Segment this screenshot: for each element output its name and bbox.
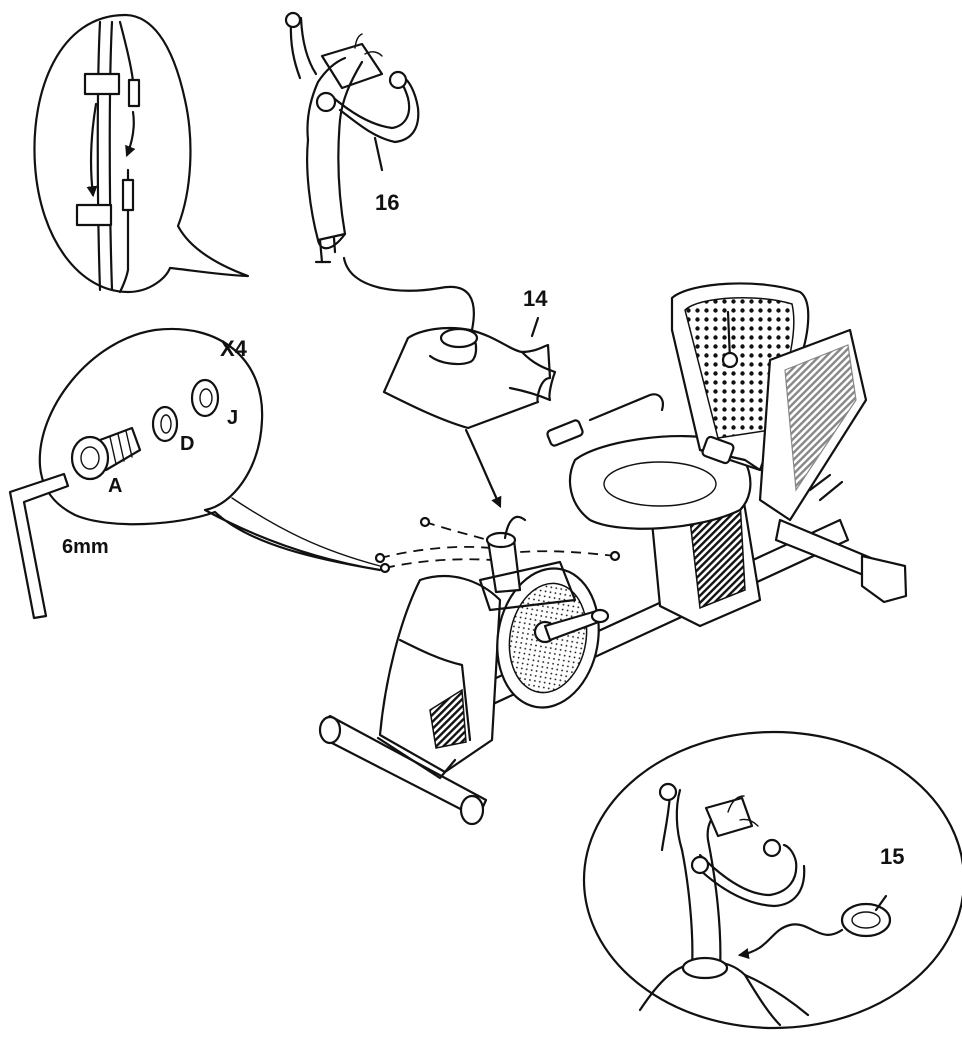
hardware-callout [38,327,382,572]
bolt-icon [609,550,621,562]
part-15-label: 15 [880,844,904,869]
lock-washer-label: D [180,433,194,455]
wire-connector-icon [127,78,141,108]
shroud-part-14 [382,316,557,430]
lock-washer-icon [151,405,179,443]
bolt-icon [379,562,391,574]
bolt-icon [374,552,386,564]
bolt-insertion-paths [374,516,621,574]
bolt-label: A [108,475,122,497]
wire-connector-icon [121,178,135,212]
part-16-label: 16 [375,190,399,215]
recumbent-bike [318,282,908,826]
washer-label: J [227,407,238,429]
bolt-icon [419,516,431,528]
collar-detail-callout [582,730,962,1030]
handlebar-post-part-16 [284,11,420,264]
shroud-placement-arrow [464,428,502,508]
hex-key-size-label: 6mm [62,536,109,558]
console-wire [342,256,475,332]
quantity-label: X4 [220,336,248,361]
part-14-label: 14 [523,286,548,311]
wire-connection-callout [33,13,250,294]
bolt-icon [70,426,142,481]
hex-key-icon [8,472,70,620]
flat-washer-icon [190,378,220,418]
